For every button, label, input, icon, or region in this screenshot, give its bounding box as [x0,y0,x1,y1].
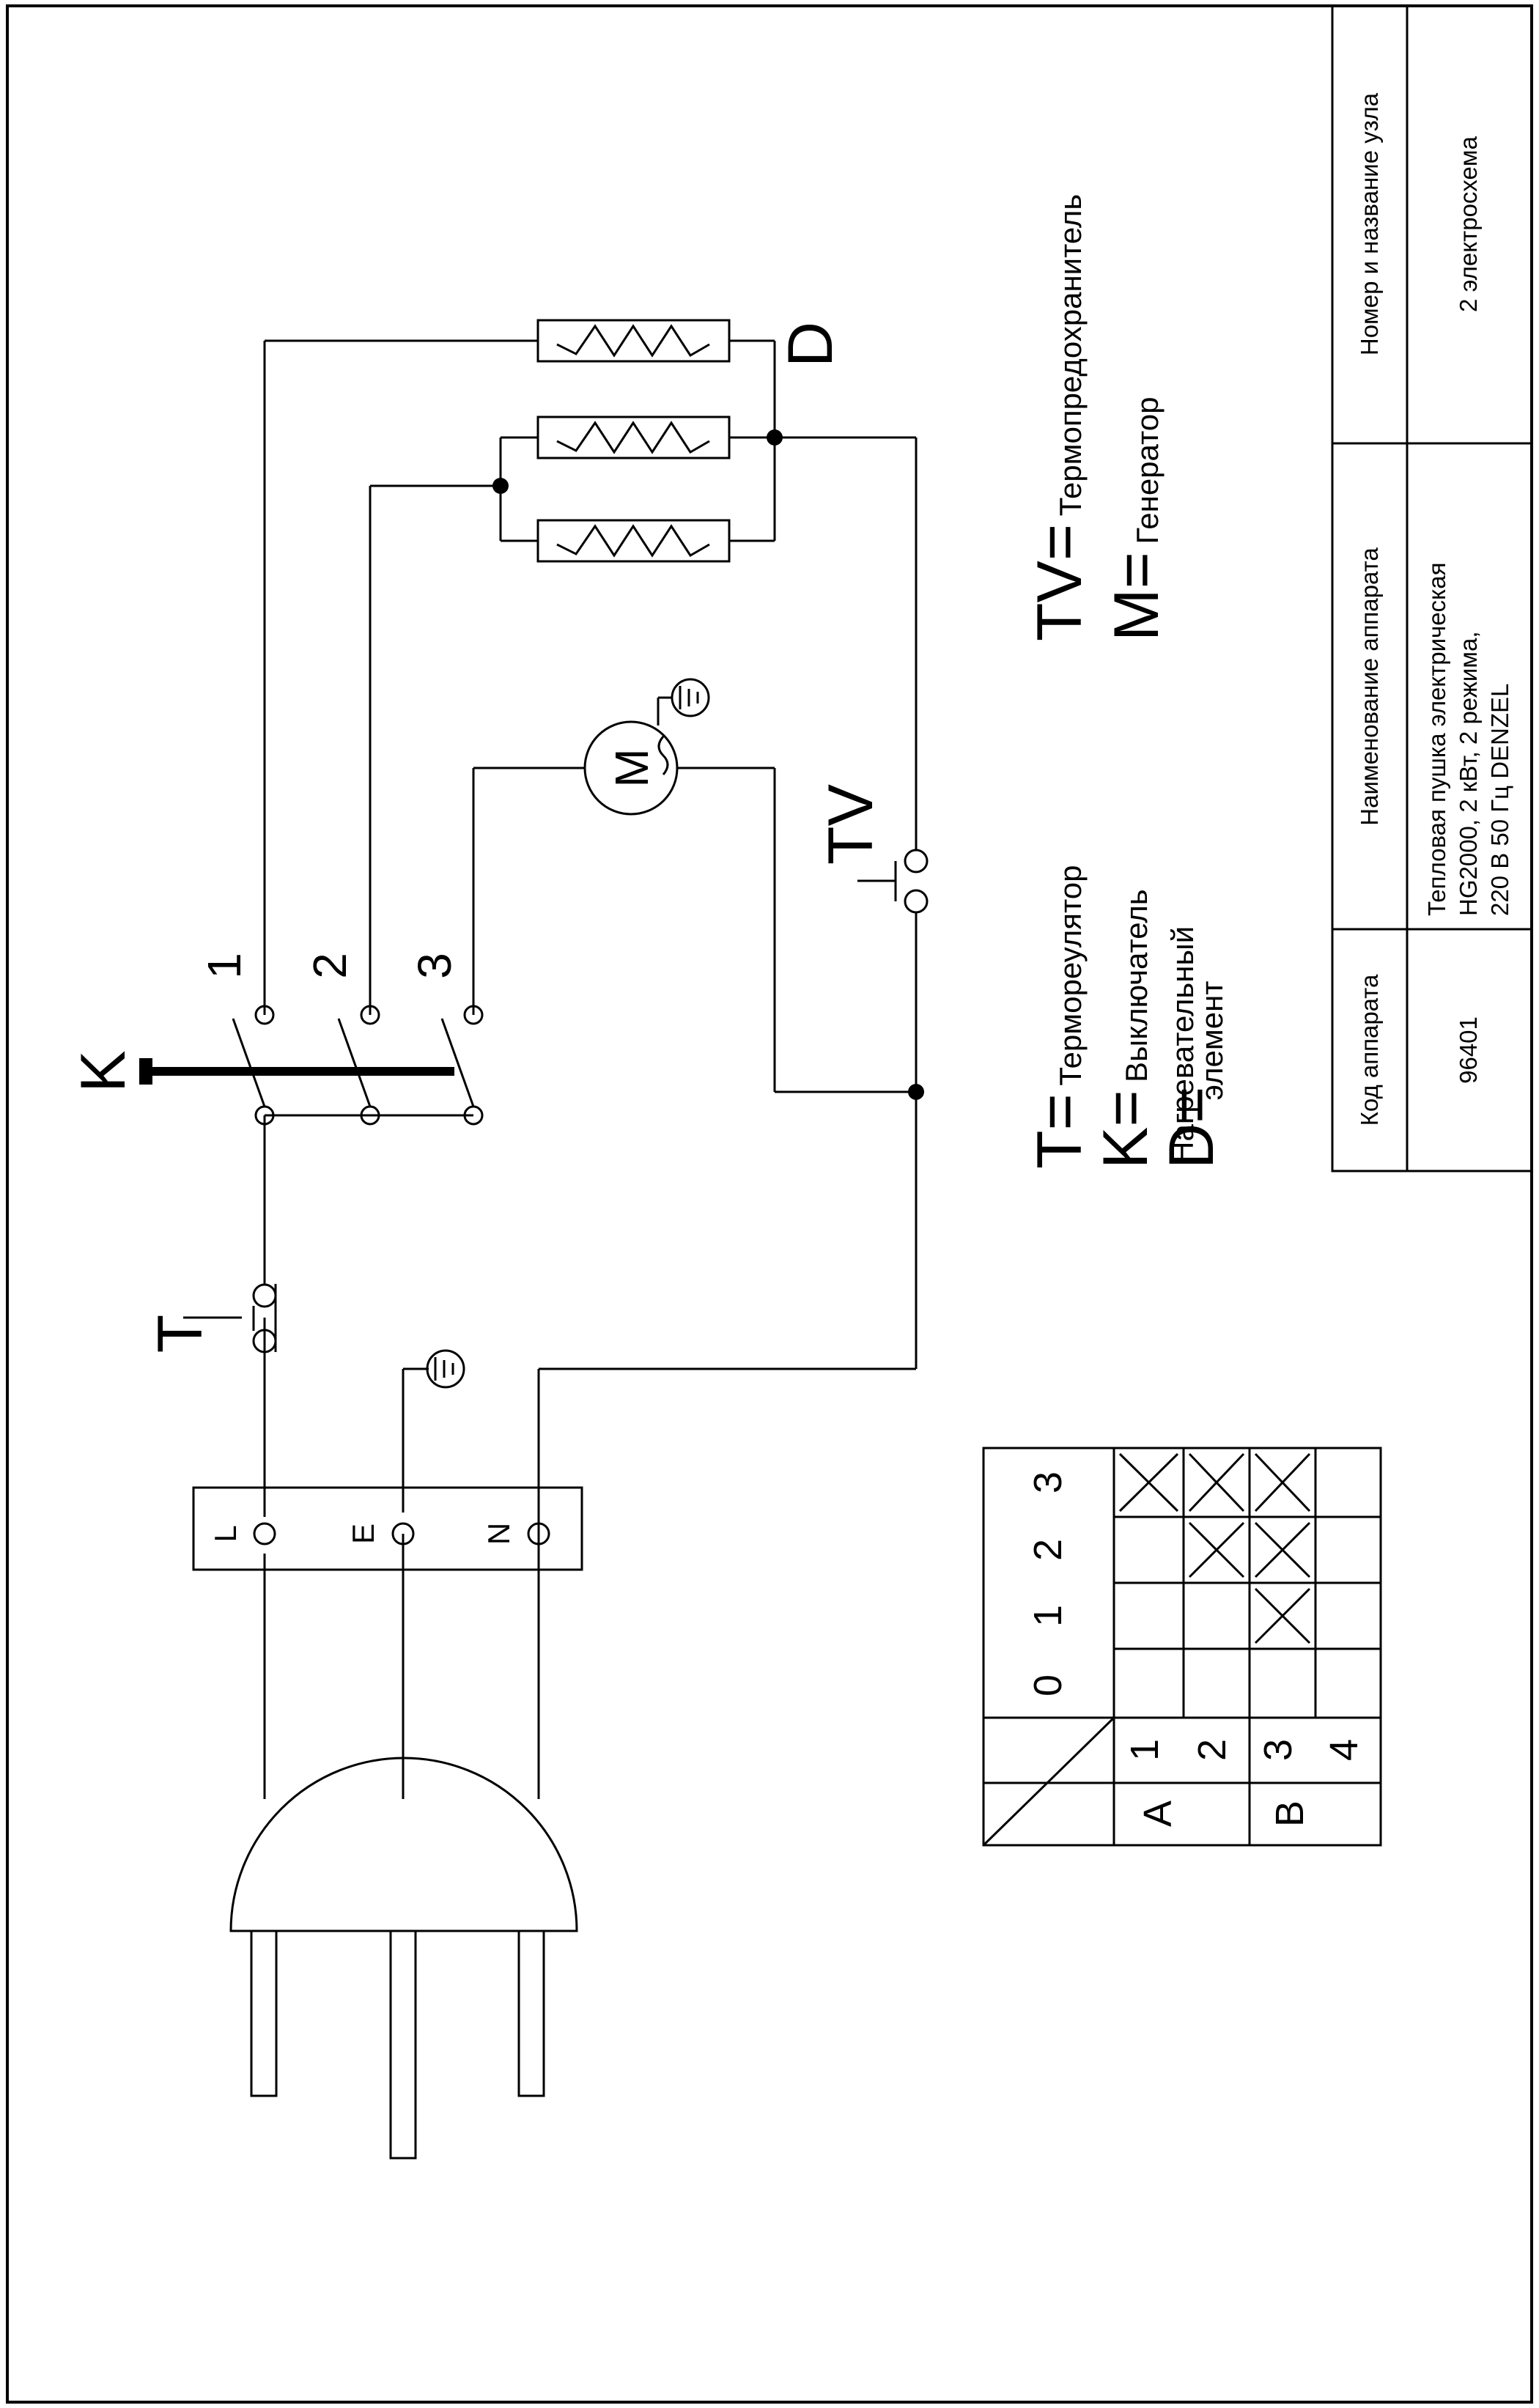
thermostat-symbol [183,1274,277,1353]
table-cross-mark [1254,1587,1311,1644]
code-value: 96401 [1455,1016,1482,1084]
switch-table-grid [982,1447,1382,1847]
switch-position-1: 1 [198,953,251,979]
svg-text:TV= Термопредохранитель: TV= Термопредохранитель [1025,194,1095,641]
switch-k-symbol [232,1005,484,1126]
unit-header: Номер и название узла [1356,92,1383,355]
terminal-n-label: N [481,1523,516,1545]
terminal-l-label: L [208,1525,243,1542]
legend-d-symbol: D= [1156,1087,1227,1169]
name-header: Наименование аппарата [1356,547,1383,826]
svg-text:M= Генератор: M= Генератор [1101,397,1172,641]
junction-dots [492,429,924,1100]
table-header-0: 0 [1026,1674,1070,1696]
table-cross-mark [1118,1452,1179,1513]
switch-table-marks [1118,1452,1311,1644]
table-header-2: 2 [1026,1539,1070,1561]
legend-t-symbol: T= [1025,1093,1095,1169]
heating-element-1 [536,319,731,363]
legend-k-text: Выключатель [1119,889,1154,1082]
legend-k-symbol: K= [1090,1090,1161,1169]
title-block-texts: Код аппарата 96401 Наименование аппарата… [1356,92,1513,1126]
table-cross-mark [1188,1521,1245,1578]
table-cross-mark [1254,1521,1311,1578]
name-line-1: Тепловая пушка электрическая [1423,563,1450,916]
motor-symbol [583,720,679,816]
switch-k-knob [139,1058,152,1085]
legend-tv-symbol: TV= [1025,524,1095,641]
table-group-a: A [1136,1801,1180,1827]
table-group-b: B [1268,1801,1312,1827]
label-tv: TV [816,784,886,865]
svg-text:T= Термореулятор: T= Термореулятор [1025,865,1095,1169]
table-header-3: 3 [1026,1471,1070,1493]
label-d: D [775,322,846,367]
table-cross-mark [1254,1452,1311,1513]
mains-plug [229,1757,578,2160]
motor-letter: M [605,748,658,787]
terminal-block [192,1486,583,1571]
supply-earth-symbol [426,1349,465,1389]
motor-earth-symbol [671,678,710,717]
wiring [263,339,918,1799]
legend-m-symbol: M= [1101,552,1172,641]
svg-text:D=: D= [1156,1087,1227,1169]
thermal-fuse-symbol [857,849,929,914]
switch-table-labels: 0 1 2 3 A B 1 2 3 4 [1026,1471,1366,1827]
legend-d-text: Нагревательный элемент [1165,917,1229,1164]
switch-k-actuator [147,1067,454,1076]
table-contact-2: 2 [1190,1739,1234,1761]
legend-t-text: Термореулятор [1053,865,1088,1085]
sheet-border [6,4,1533,2404]
switch-position-2: 2 [303,953,356,979]
heating-element-2 [536,416,731,459]
table-cross-mark [1188,1452,1245,1513]
label-t: T [145,1315,215,1353]
switch-position-3: 3 [408,953,461,979]
legend-m-text: Генератор [1130,397,1165,544]
table-contact-1: 1 [1123,1739,1167,1761]
name-line-2: HG2000, 2 кВт, 2 режима, [1455,632,1482,917]
svg-text:K= Выключатель: K= Выключатель [1090,889,1161,1169]
code-header: Код аппарата [1356,974,1383,1126]
table-contact-4: 4 [1322,1739,1366,1761]
legend-tv-text: Термопредохранитель [1053,194,1088,517]
unit-value: 2 электросхема [1455,136,1482,312]
table-header-1: 1 [1026,1605,1070,1627]
heating-element-3 [536,519,731,563]
name-line-3: 220 В 50 Гц DENZEL [1486,684,1513,916]
label-k: K [68,1050,139,1092]
legend: T= Термореулятор K= Выключатель D= Нагре… [1025,194,1229,1169]
title-block-frame [1331,4,1533,1172]
table-contact-3: 3 [1256,1739,1300,1761]
terminal-e-label: E [346,1524,380,1544]
